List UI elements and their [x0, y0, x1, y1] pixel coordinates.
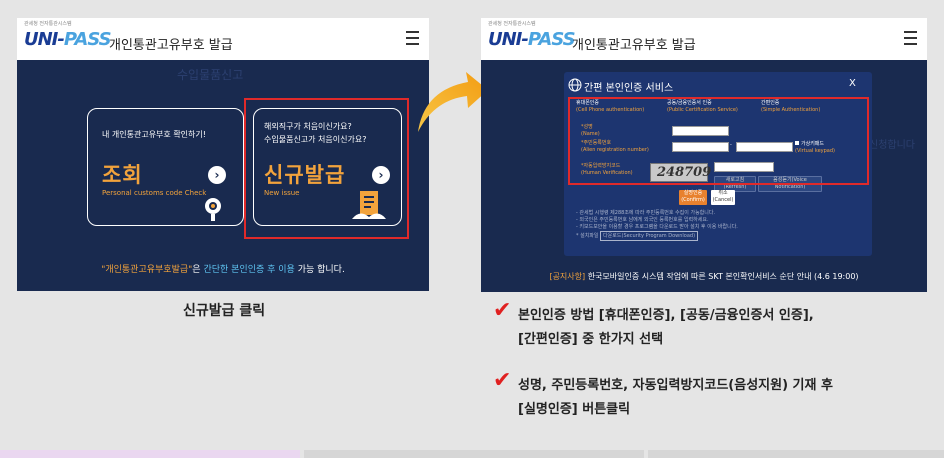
ticker-notice[interactable]: [공지사항] 한국모바일인증 시스템 작업에 따른 SKT 본인확인서비스 순단…	[549, 272, 859, 281]
reg-number-front-input[interactable]	[672, 142, 729, 152]
check-card-title: 조회	[102, 163, 143, 187]
check-arrow-icon[interactable]: ›	[208, 166, 226, 184]
check-code-card[interactable]: 내 개인통관고유부호 확인하기! 조회 Personal customs cod…	[87, 108, 244, 226]
auth-option-simple[interactable]: 간편인증 (Simple Authentication)	[761, 100, 821, 113]
page-title: 개인통관고유부호 발급	[109, 38, 233, 53]
instruction-2: 성명, 주민등록번호, 자동입력방지코드(음성지원) 기재 후[실명인증] 버튼…	[518, 378, 833, 417]
page-title: 개인통관고유부호 발급	[572, 38, 696, 53]
reg-dash: -	[730, 142, 732, 148]
unipass-logo[interactable]: UNI-PASS	[24, 29, 112, 50]
name-label: *성명(Name)	[581, 124, 600, 137]
reg-number-label: *주민등록번호(Alien registration number)	[581, 140, 649, 153]
name-input[interactable]	[672, 126, 729, 136]
cancel-button[interactable]: 취소(Cancel)	[711, 190, 735, 205]
globe-icon	[568, 78, 582, 92]
confirm-button[interactable]: 실명인증(Confirm)	[679, 190, 707, 205]
left-header: 관세청 전자통관시스템 UNI-PASS 개인통관고유부호 발급	[17, 18, 429, 60]
right-screen: 관세청 전자통관시스템 UNI-PASS 개인통관고유부호 발급 신청합니다 간…	[481, 18, 927, 292]
right-main-panel: 신청합니다 간편 본인인증 서비스 X 휴대폰인증 (Cell Phone au…	[481, 60, 927, 292]
virtual-keypad-checkbox[interactable]: 가상키패드 (Virtual keypad)	[795, 141, 835, 154]
left-caption: 신규발급 클릭	[183, 303, 266, 319]
bottom-strip-left	[0, 450, 300, 458]
instruction-1: 본인인증 방법 [휴대폰인증], [공동/금융인증서 인증],[간편인증] 중 …	[518, 308, 814, 347]
auth-option-phone[interactable]: 휴대폰인증 (Cell Phone authentication)	[576, 100, 645, 113]
auth-form-highlight	[568, 97, 869, 185]
issue-card-question-2: 수입물품신고가 처음이신가요?	[264, 135, 367, 144]
hamburger-menu-icon[interactable]	[406, 31, 419, 45]
issue-card-question-1: 해외직구가 처음이신가요?	[264, 122, 352, 131]
issue-arrow-icon[interactable]: ›	[372, 166, 390, 184]
modal-title: 간편 본인인증 서비스	[584, 83, 674, 94]
reg-number-back-input[interactable]	[736, 142, 793, 152]
right-header: 관세청 전자통관시스템 UNI-PASS 개인통관고유부호 발급	[481, 18, 927, 60]
checkmark-icon: ✔	[493, 298, 512, 323]
check-card-english: Personal customs code Check	[102, 189, 207, 197]
checkmark-icon: ✔	[493, 368, 512, 393]
download-button[interactable]: 다운로드(Security Program Download)	[600, 231, 699, 241]
left-main-panel: 수입물품신고 내 개인통관고유부호 확인하기! 조회 Personal cust…	[17, 60, 429, 291]
hamburger-menu-icon[interactable]	[904, 31, 917, 45]
background-text: 수입물품신고	[177, 68, 244, 82]
issue-notice: "개인통관고유부호발급"은 간단한 본인인증 후 이용 가능 합니다.	[101, 265, 345, 275]
magnifier-person-icon	[205, 198, 221, 221]
bottom-strip-middle	[304, 450, 644, 458]
captcha-image: 248709	[650, 163, 711, 182]
issue-card-title: 신규발급	[264, 163, 346, 187]
logo-subtitle: 관세청 전자통관시스템	[488, 21, 536, 27]
close-icon[interactable]: X	[849, 78, 856, 89]
notice-list: - 관세법 시행령 제288조에 따라 주민등록번호 수집이 가능합니다. - …	[576, 210, 738, 241]
new-issue-card[interactable]: 해외직구가 처음이신가요? 수입물품신고가 처음이신가요? 신규발급 New i…	[253, 108, 402, 226]
check-card-question: 내 개인통관고유부호 확인하기!	[102, 130, 206, 139]
background-text: 신청합니다	[869, 140, 915, 151]
new-issue-highlight	[244, 98, 409, 239]
issue-card-english: New issue	[264, 189, 300, 197]
logo-subtitle: 관세청 전자통관시스템	[24, 21, 72, 27]
unipass-logo[interactable]: UNI-PASS	[488, 29, 576, 50]
flow-arrow-icon	[418, 72, 488, 132]
captcha-label: *자동입력방지코드(Human Verification)	[581, 163, 633, 176]
document-hand-icon	[352, 191, 386, 219]
captcha-input[interactable]	[714, 162, 774, 172]
auth-option-cert[interactable]: 공동/금융인증서 인증 (Public Certification Servic…	[667, 100, 738, 113]
bottom-strip-right	[648, 450, 944, 458]
left-screen: 관세청 전자통관시스템 UNI-PASS 개인통관고유부호 발급 수입물품신고 …	[17, 18, 429, 291]
